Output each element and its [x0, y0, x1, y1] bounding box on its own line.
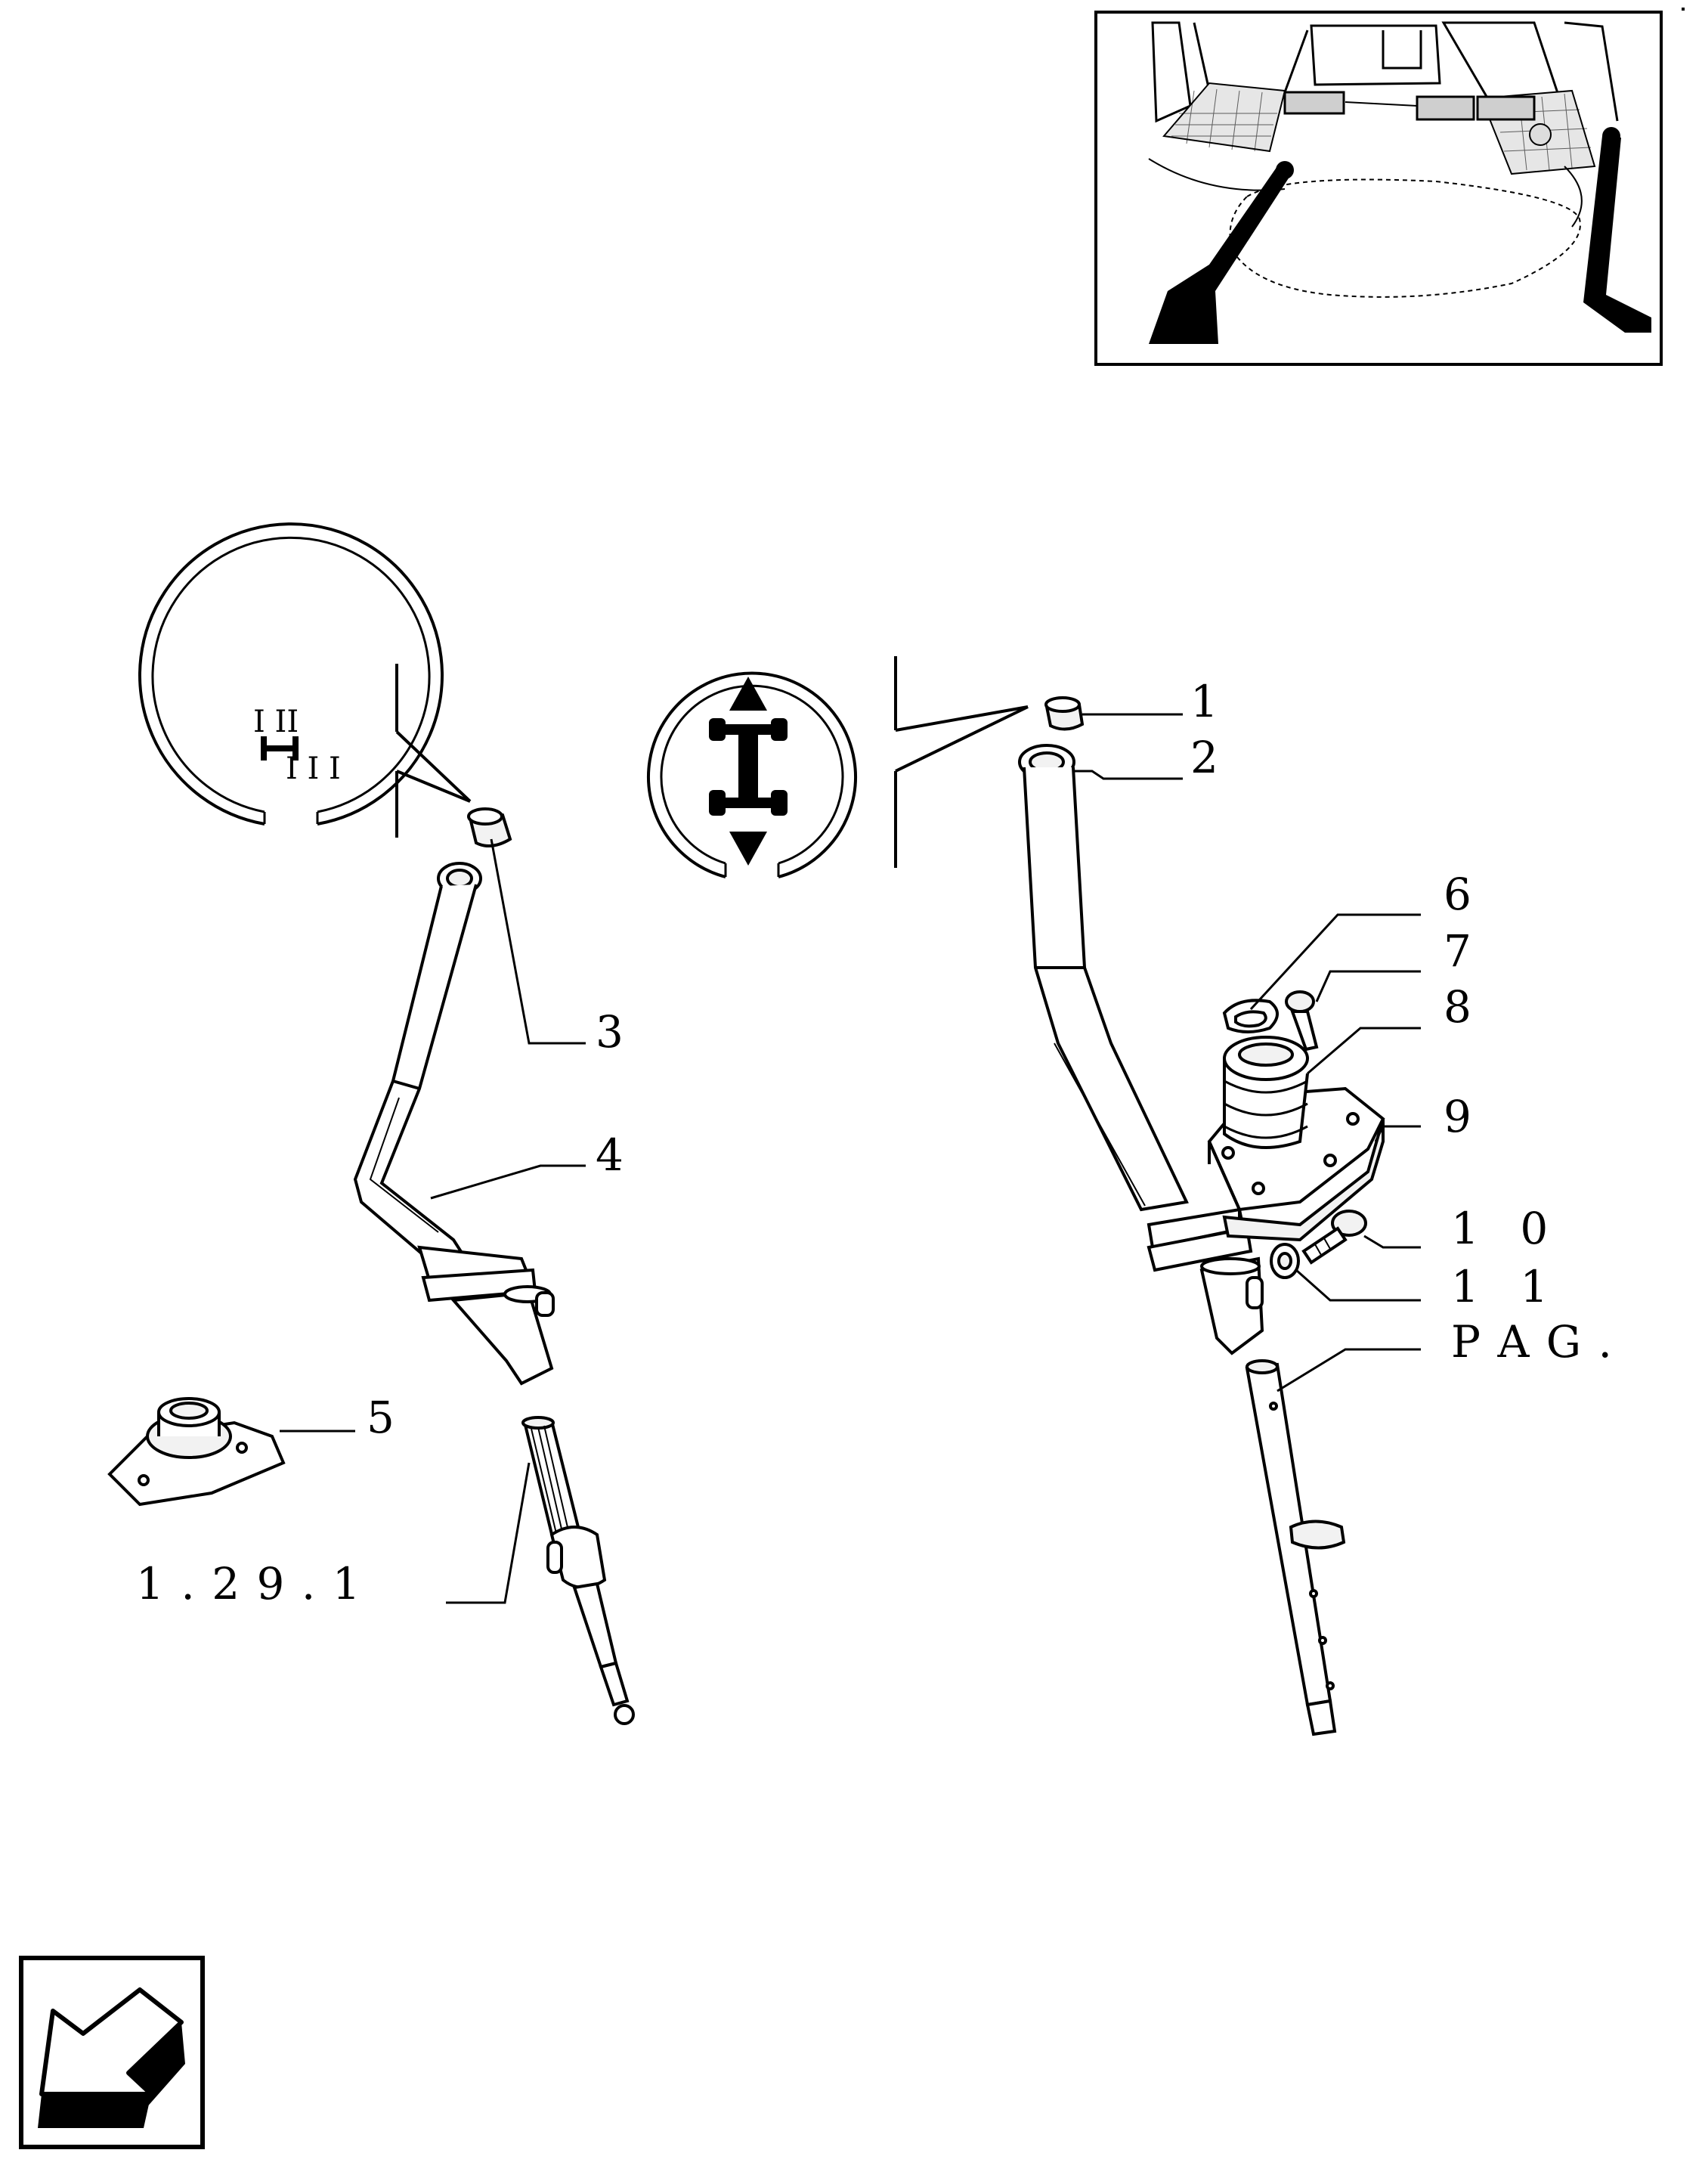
range-lever-symbol-icon: I II I I I — [138, 522, 444, 826]
center-symbol-bracket — [894, 656, 1029, 868]
callout-10: 1 0 — [1451, 1203, 1561, 1254]
callout-8: 8 — [1444, 981, 1471, 1033]
left-symbol-bracket — [395, 664, 472, 838]
range-symbol-top-label: I II — [253, 705, 299, 739]
callout-1: 1 — [1190, 676, 1218, 727]
callout-4: 4 — [596, 1129, 624, 1181]
callout-6: 6 — [1444, 869, 1471, 920]
range-lever-assembly — [107, 807, 635, 1725]
callout-11: 1 1 — [1451, 1261, 1561, 1312]
callout-9: 9 — [1444, 1091, 1471, 1142]
back-arrow-icon — [38, 1987, 185, 2128]
range-symbol-bottom-label: I I I — [286, 751, 341, 786]
corner-mark — [1682, 8, 1685, 11]
callout-5: 5 — [367, 1392, 395, 1443]
page-reference-label: P A G . — [1451, 1316, 1614, 1368]
leader-lines — [280, 713, 1421, 1604]
callout-3: 3 — [596, 1006, 624, 1058]
shaft-reference-label: 1 . 2 9 . 1 — [136, 1558, 362, 1609]
callout-labels: 1 2 3 4 5 6 7 8 9 1 0 1 1 P A G . 1 . 2 … — [136, 676, 1614, 1609]
drive-lever-assembly — [1018, 696, 1385, 1736]
callout-7: 7 — [1444, 925, 1471, 977]
callout-2: 2 — [1190, 732, 1218, 783]
four-wheel-drive-symbol-icon — [647, 671, 857, 878]
cab-location-inset — [1094, 11, 1663, 366]
back-arrow-button[interactable] — [19, 1956, 205, 2149]
